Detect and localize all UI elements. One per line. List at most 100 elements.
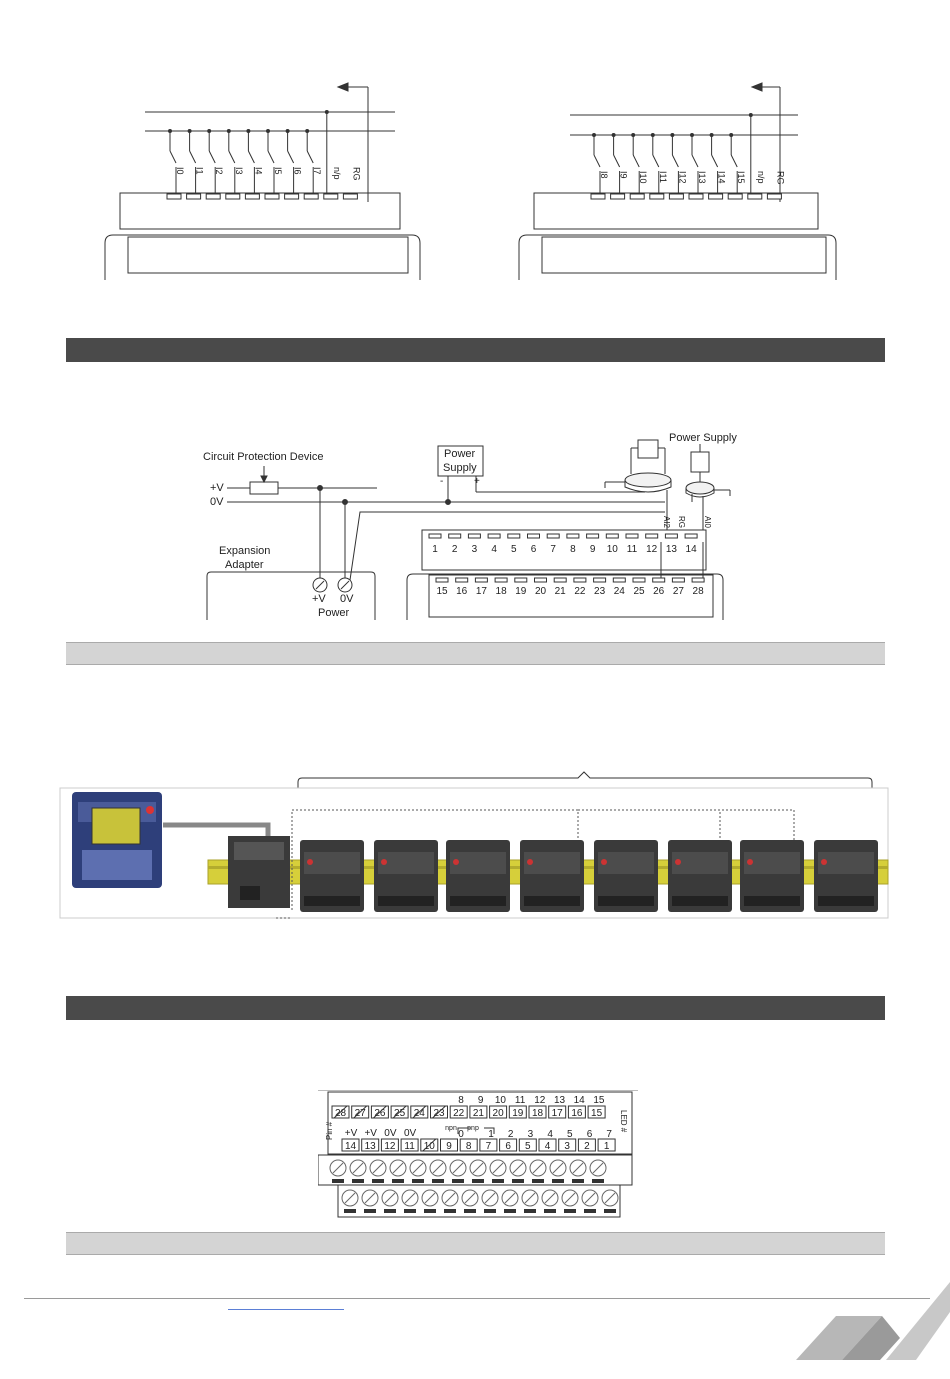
terminal — [474, 577, 488, 583]
pin-cell — [508, 1105, 527, 1119]
terminal-number: 21 — [555, 586, 567, 597]
pin-number: 5 — [525, 1141, 531, 1152]
io-expansion-module-icon — [814, 840, 878, 912]
led-number: 7 — [606, 1129, 612, 1140]
module-panel — [598, 852, 654, 874]
led-number: 10 — [495, 1095, 507, 1106]
footer-link-underline[interactable] — [228, 1309, 344, 1310]
terminal-number: 6 — [531, 544, 537, 555]
pin-cell — [380, 1138, 399, 1152]
terminal — [448, 533, 462, 539]
terminal-number: 2 — [452, 544, 458, 555]
brand-logo-icon — [796, 1282, 950, 1360]
terminal — [629, 193, 645, 200]
module-panel — [524, 852, 580, 874]
terminal-label: I2 — [214, 167, 224, 175]
terminal — [303, 193, 319, 200]
terminal-number: 7 — [550, 544, 556, 555]
terminal-label: n/p — [332, 167, 342, 180]
zero-v-label: 0V — [210, 496, 224, 508]
switch-contact — [189, 150, 197, 164]
screw-slot — [592, 1162, 604, 1174]
switch-contact — [208, 150, 216, 164]
terminal — [612, 577, 626, 583]
left-wiring-panel — [104, 82, 421, 280]
module-terminals — [450, 896, 506, 906]
terminal — [284, 193, 300, 200]
led-number: 15 — [593, 1095, 605, 1106]
terminal-clamp — [424, 1209, 436, 1213]
terminal — [566, 533, 580, 539]
terminal-number: 4 — [491, 544, 497, 555]
terminal-clamp — [584, 1209, 596, 1213]
terminal-number: 1 — [432, 544, 438, 555]
terminal-clamp — [592, 1179, 604, 1183]
led-number: 2 — [508, 1129, 514, 1140]
screw-slot — [392, 1162, 404, 1174]
pin-number: 24 — [414, 1108, 426, 1119]
terminal — [467, 533, 481, 539]
terminal — [166, 193, 182, 200]
terminal — [625, 533, 639, 539]
terminal-label: I1 — [195, 167, 205, 175]
caption-bar-2 — [66, 1232, 885, 1255]
terminal-label: I15 — [736, 171, 746, 184]
module-terminals — [598, 896, 654, 906]
terminal-number: 16 — [456, 586, 468, 597]
screw-slot — [492, 1162, 504, 1174]
power-supply-box-line1: Power — [444, 448, 476, 460]
expansion-system-illustration — [59, 771, 889, 919]
pin-number: 1 — [604, 1141, 610, 1152]
terminal — [605, 533, 619, 539]
screw-slot — [315, 580, 325, 590]
terminal-number: 12 — [646, 544, 658, 555]
terminal-label: I5 — [273, 167, 283, 175]
zero-label: 0 — [458, 1129, 464, 1140]
terminal-number: 18 — [496, 586, 508, 597]
pin-number: 6 — [505, 1141, 511, 1152]
screw-slot — [412, 1162, 424, 1174]
io-expansion-module-icon — [374, 840, 438, 912]
terminal — [494, 577, 508, 583]
led-number: 5 — [567, 1129, 573, 1140]
screw-slot — [552, 1162, 564, 1174]
led-number: 9 — [478, 1095, 484, 1106]
pin-number: 14 — [345, 1141, 357, 1152]
terminal-clamp — [524, 1209, 536, 1213]
terminal-label: I14 — [717, 171, 727, 184]
terminal-label: I3 — [234, 167, 244, 175]
pin-cell — [489, 1105, 508, 1119]
adapter-zero-v: 0V — [340, 593, 354, 605]
terminal-number: 26 — [653, 586, 665, 597]
terminal — [186, 193, 202, 200]
terminal-label: I11 — [658, 171, 668, 183]
screw-slot — [464, 1192, 476, 1204]
terminal-clamp — [532, 1179, 544, 1183]
pin-cell — [440, 1138, 458, 1152]
switch-contact — [287, 150, 295, 164]
pin-number: 25 — [394, 1108, 406, 1119]
terminal — [671, 577, 685, 583]
terminal — [684, 533, 698, 539]
module-terminals — [744, 896, 800, 906]
terminal-number: 19 — [515, 586, 527, 597]
terminal — [435, 577, 449, 583]
pin-cell — [479, 1138, 498, 1152]
led-number: 4 — [547, 1129, 553, 1140]
pin-cell — [518, 1138, 537, 1152]
screw-slot — [332, 1162, 344, 1174]
module-panel — [378, 852, 434, 874]
switch-contact — [593, 154, 601, 168]
terminal-clamp — [404, 1209, 416, 1213]
unused-slash — [353, 1105, 368, 1119]
terminal-clamp — [452, 1179, 464, 1183]
pin-number: 16 — [571, 1108, 583, 1119]
terminal-clamp — [492, 1179, 504, 1183]
module-panel — [304, 852, 360, 874]
expansion-adapter-line2: Adapter — [225, 559, 264, 571]
screw-slot — [532, 1162, 544, 1174]
pin-cell — [567, 1105, 586, 1119]
pin-number: 19 — [512, 1108, 524, 1119]
